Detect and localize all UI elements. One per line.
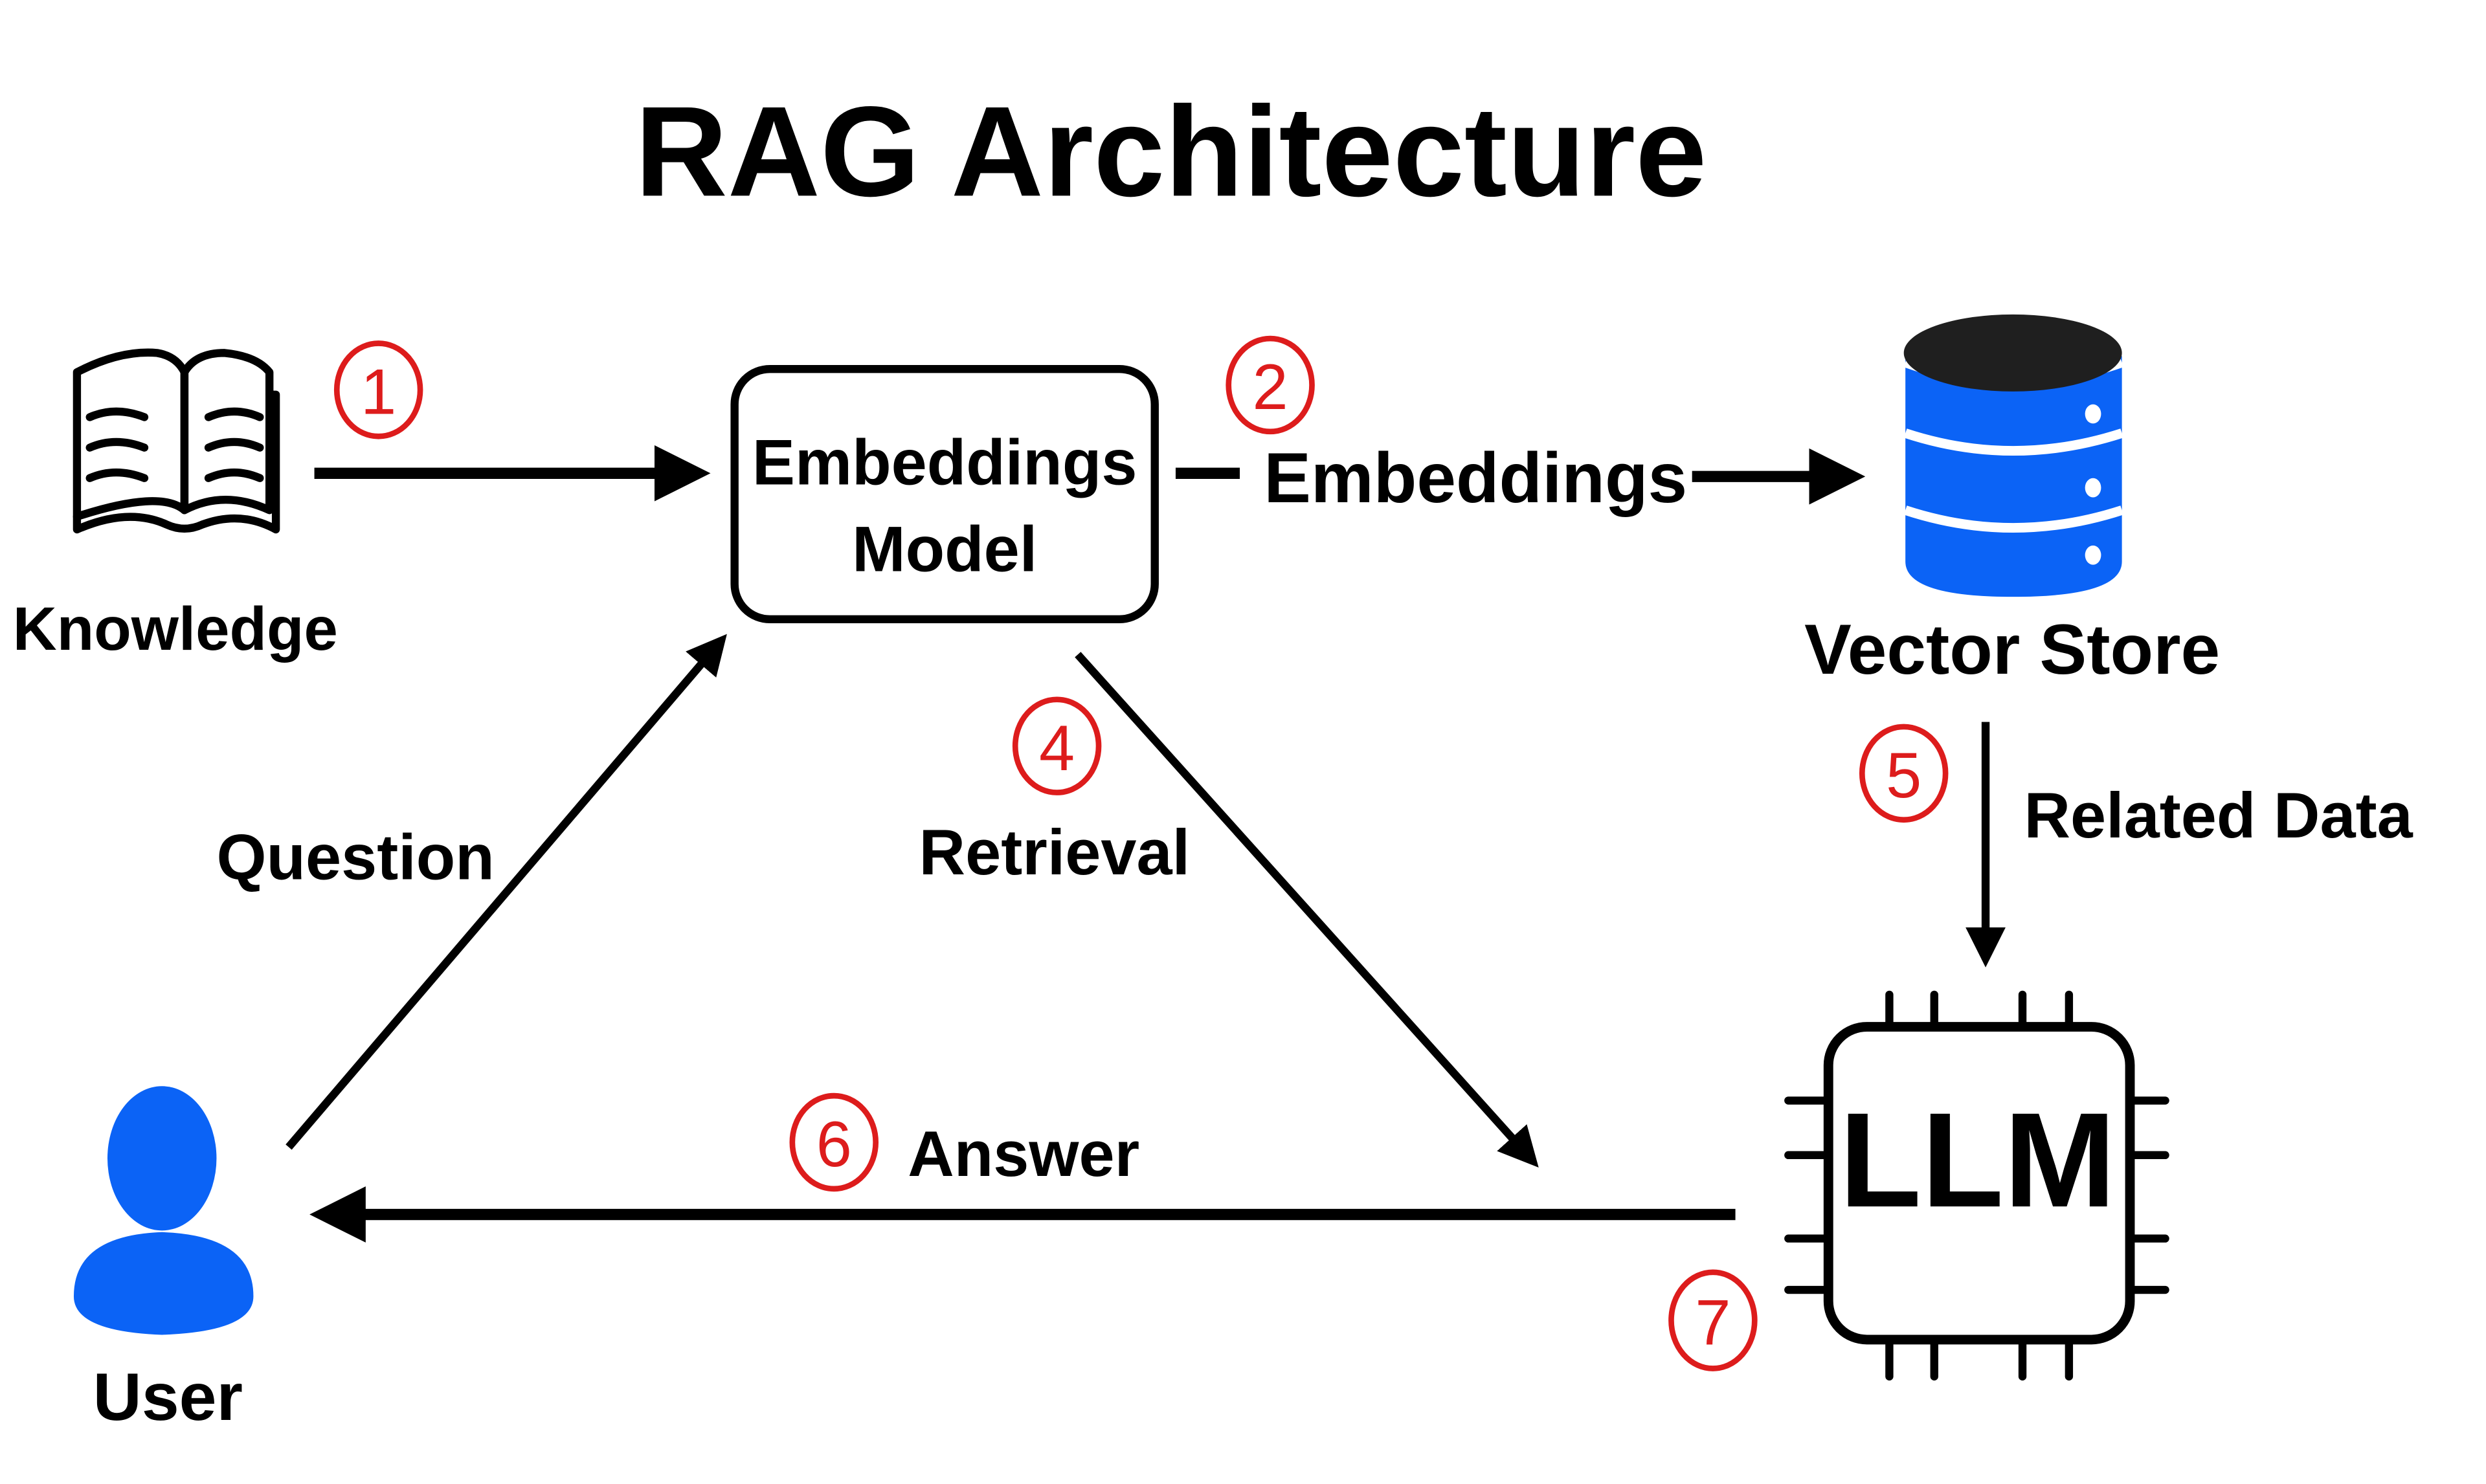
answer-label: Answer <box>908 1118 1139 1190</box>
user-label: User <box>93 1360 243 1435</box>
step-marker-1: 1 <box>333 340 423 439</box>
svg-text:7: 7 <box>1695 1287 1730 1358</box>
database-icon <box>1903 314 2124 597</box>
svg-text:1: 1 <box>361 357 396 428</box>
user-icon <box>73 1086 254 1335</box>
retrieval-label: Retrieval <box>919 817 1191 889</box>
svg-text:6: 6 <box>816 1109 852 1180</box>
arrow-question <box>286 634 727 1150</box>
related-data-label: Related Data <box>2024 780 2413 852</box>
diagram-title: RAG Architecture <box>635 80 1707 223</box>
svg-text:5: 5 <box>1886 740 1921 812</box>
step-marker-2: 2 <box>1226 335 1315 435</box>
embeddings-model-box: Embeddings Model <box>730 364 1159 624</box>
step-marker-5: 5 <box>1859 724 1949 823</box>
vector-store-label: Vector Store <box>1804 610 2220 689</box>
knowledge-label: Knowledge <box>13 595 338 663</box>
embeddings-model-label-line2: Model <box>852 513 1037 585</box>
question-label: Question <box>216 821 494 893</box>
step-marker-7: 7 <box>1668 1269 1758 1371</box>
open-book-icon <box>73 348 280 534</box>
svg-text:2: 2 <box>1253 351 1288 423</box>
chip-icon <box>1784 990 2169 1381</box>
svg-text:4: 4 <box>1039 713 1075 784</box>
step-marker-4: 4 <box>1012 696 1102 795</box>
arrow-retrieval <box>1075 652 1539 1168</box>
llm-label: LLM <box>1839 1085 2116 1235</box>
embeddings-edge-label: Embeddings <box>1264 439 1687 518</box>
step-marker-6: 6 <box>789 1092 879 1192</box>
embeddings-model-label-line1: Embeddings <box>752 427 1137 499</box>
